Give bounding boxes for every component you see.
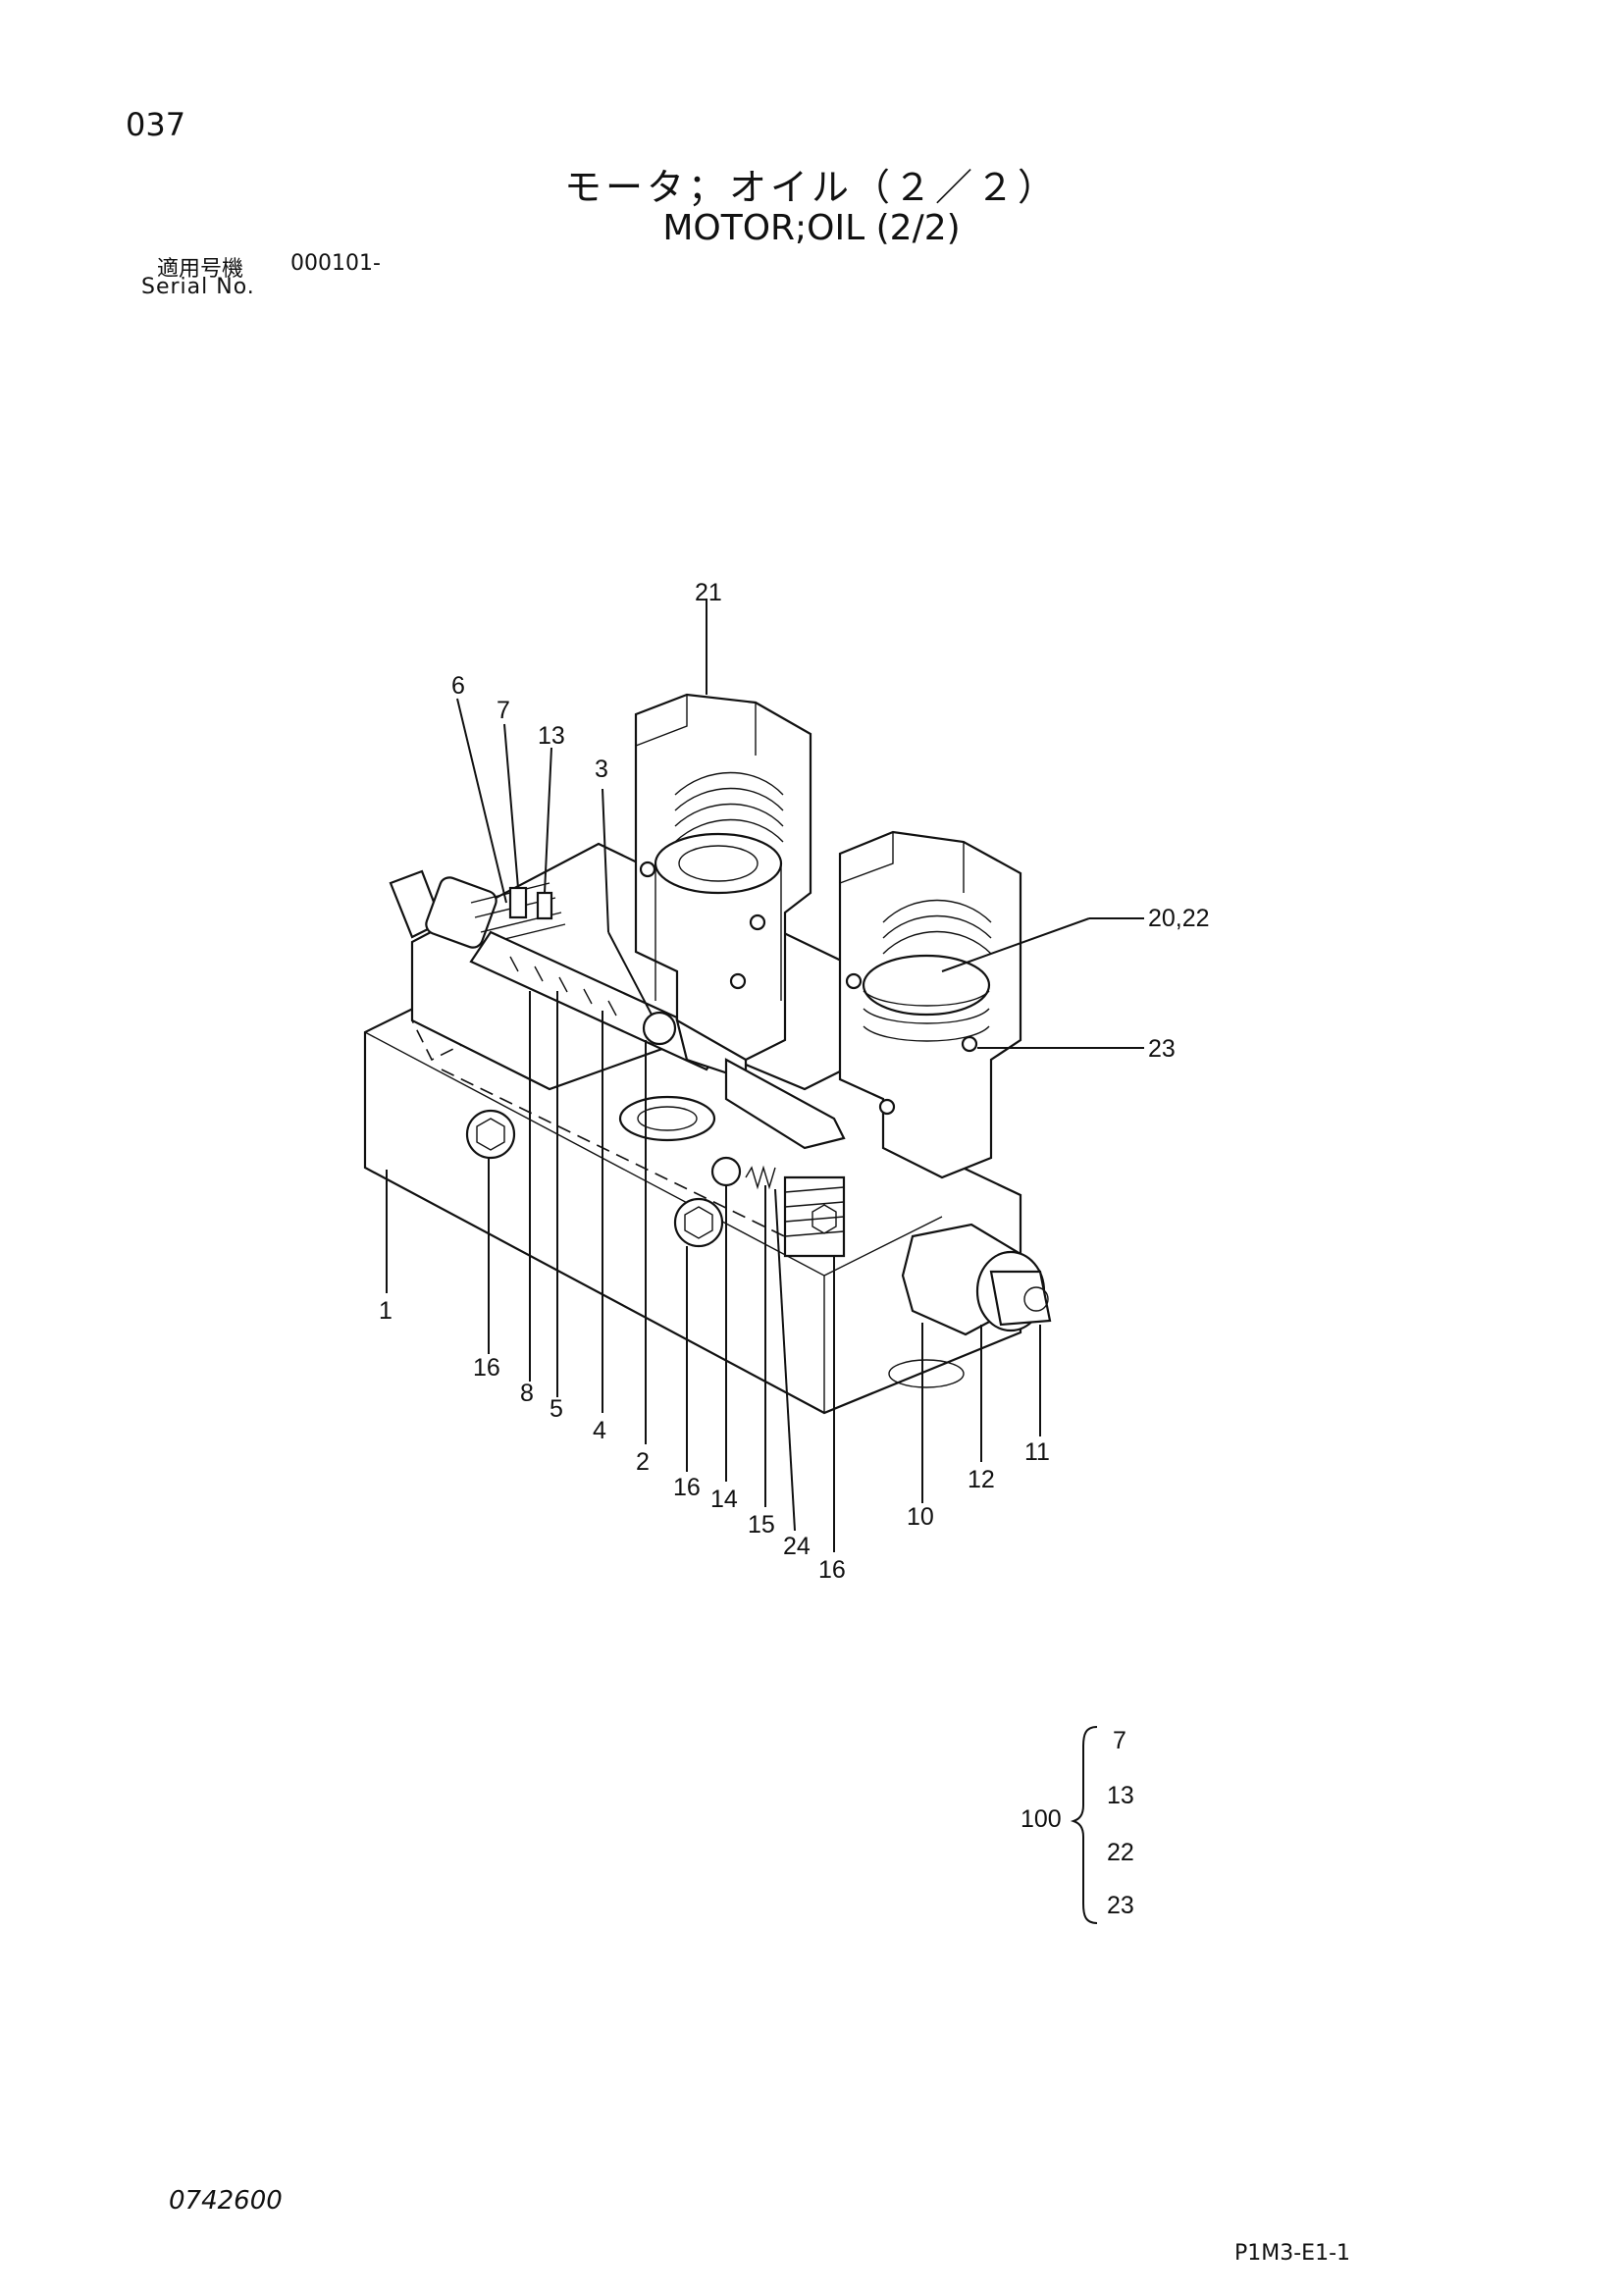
callout-20-22: 20,22 (1148, 905, 1210, 932)
callout-23: 23 (1148, 1035, 1176, 1063)
callout-10: 10 (907, 1503, 934, 1531)
callout-labels: 21 6 7 13 3 20,22 23 1 16 8 5 4 2 16 14 … (379, 579, 1210, 1584)
page-number: 037 (126, 106, 186, 143)
kit-item: 23 (1107, 1892, 1134, 1919)
leader-lines (386, 599, 1144, 1552)
ball-14 (710, 1156, 742, 1187)
plug-16-right (783, 1175, 846, 1258)
callout-21: 21 (695, 579, 722, 606)
callout-14: 14 (710, 1486, 738, 1513)
valve-body-drawing (363, 693, 1052, 1415)
callout-5: 5 (550, 1395, 563, 1423)
plug-16-center (673, 1197, 724, 1248)
page-title-english: MOTOR;OIL (2/2) (662, 208, 961, 248)
plug-16-left (465, 1109, 516, 1160)
callout-8: 8 (520, 1380, 534, 1407)
callout-24: 24 (783, 1533, 811, 1560)
document-code: 0742600 (169, 2186, 283, 2216)
callout-11: 11 (1024, 1438, 1050, 1466)
callout-3: 3 (595, 756, 608, 783)
kit-brace (1070, 1726, 1098, 1924)
callout-7: 7 (497, 697, 510, 724)
callout-4: 4 (593, 1417, 606, 1444)
callout-16-right: 16 (818, 1556, 846, 1584)
callout-13: 13 (538, 722, 565, 750)
fitting-11 (989, 1270, 1052, 1327)
kit-item: 22 (1107, 1839, 1134, 1866)
serial-label-japanese: 適用号機 (157, 257, 244, 282)
callout-2: 2 (636, 1448, 650, 1476)
kit-item: 13 (1107, 1782, 1134, 1809)
serial-label-english: Serial No. (141, 275, 255, 299)
callout-12: 12 (968, 1466, 995, 1493)
kit-bracket-group: 100 7 13 22 23 (1021, 1726, 1134, 1924)
callout-16-left: 16 (473, 1354, 500, 1382)
pin-7 (508, 886, 528, 919)
callout-1: 1 (379, 1297, 393, 1325)
callout-6: 6 (451, 672, 465, 700)
kit-item: 7 (1113, 1727, 1126, 1754)
callout-15: 15 (748, 1511, 775, 1539)
ball-check-2 (642, 1011, 677, 1046)
serial-number-value: 000101- (290, 251, 381, 276)
kit-number: 100 (1021, 1805, 1062, 1833)
page-title-japanese: モータ；オイル（２／２） (563, 166, 1059, 209)
callout-16-center: 16 (673, 1474, 701, 1501)
page-code: P1M3-E1-1 (1234, 2241, 1351, 2266)
